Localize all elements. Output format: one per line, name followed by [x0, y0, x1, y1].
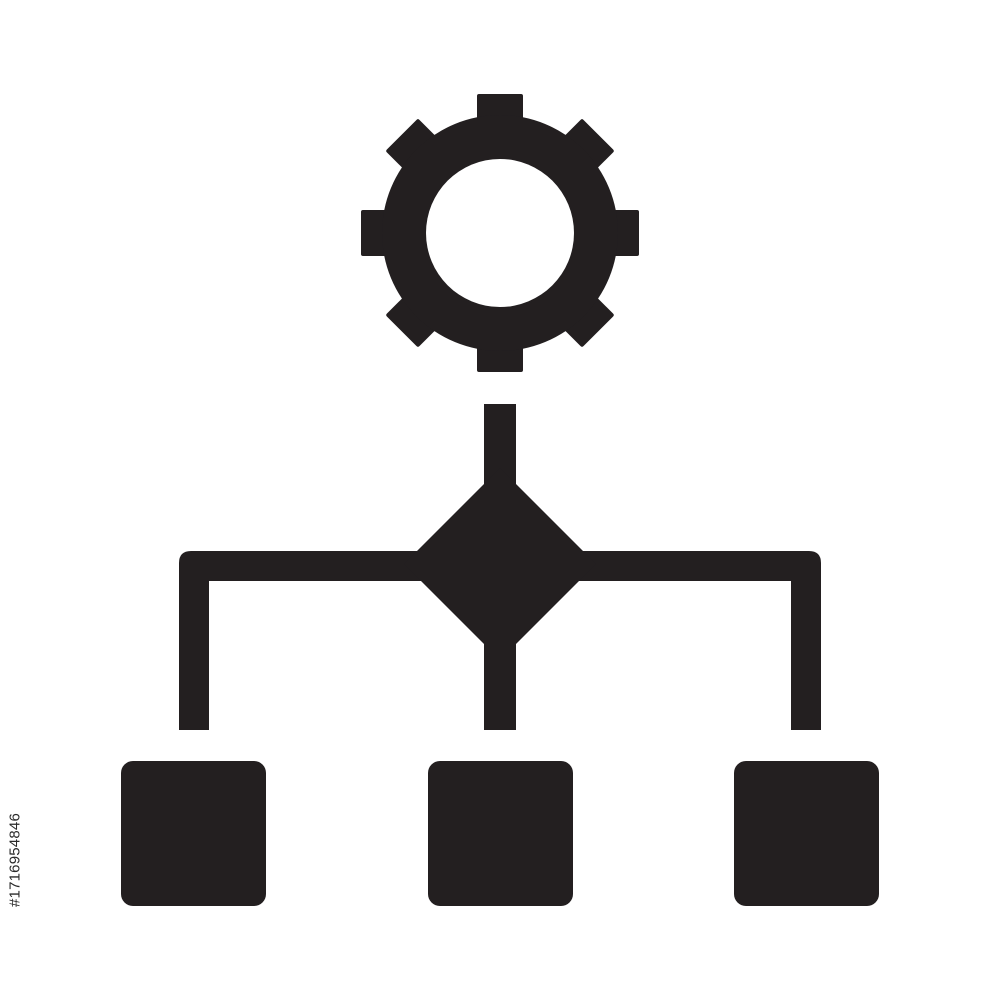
- process-box-left: [121, 761, 266, 906]
- process-box-right: [734, 761, 879, 906]
- connector-bus: [179, 551, 821, 730]
- stock-id-text: #1716954846: [6, 813, 24, 907]
- decision-diamond: [404, 468, 596, 660]
- stock-id-watermark: #1716954846: [0, 755, 30, 965]
- connector-stem-center: [484, 640, 516, 730]
- process-box-center: [428, 761, 573, 906]
- gear-icon: [361, 94, 639, 372]
